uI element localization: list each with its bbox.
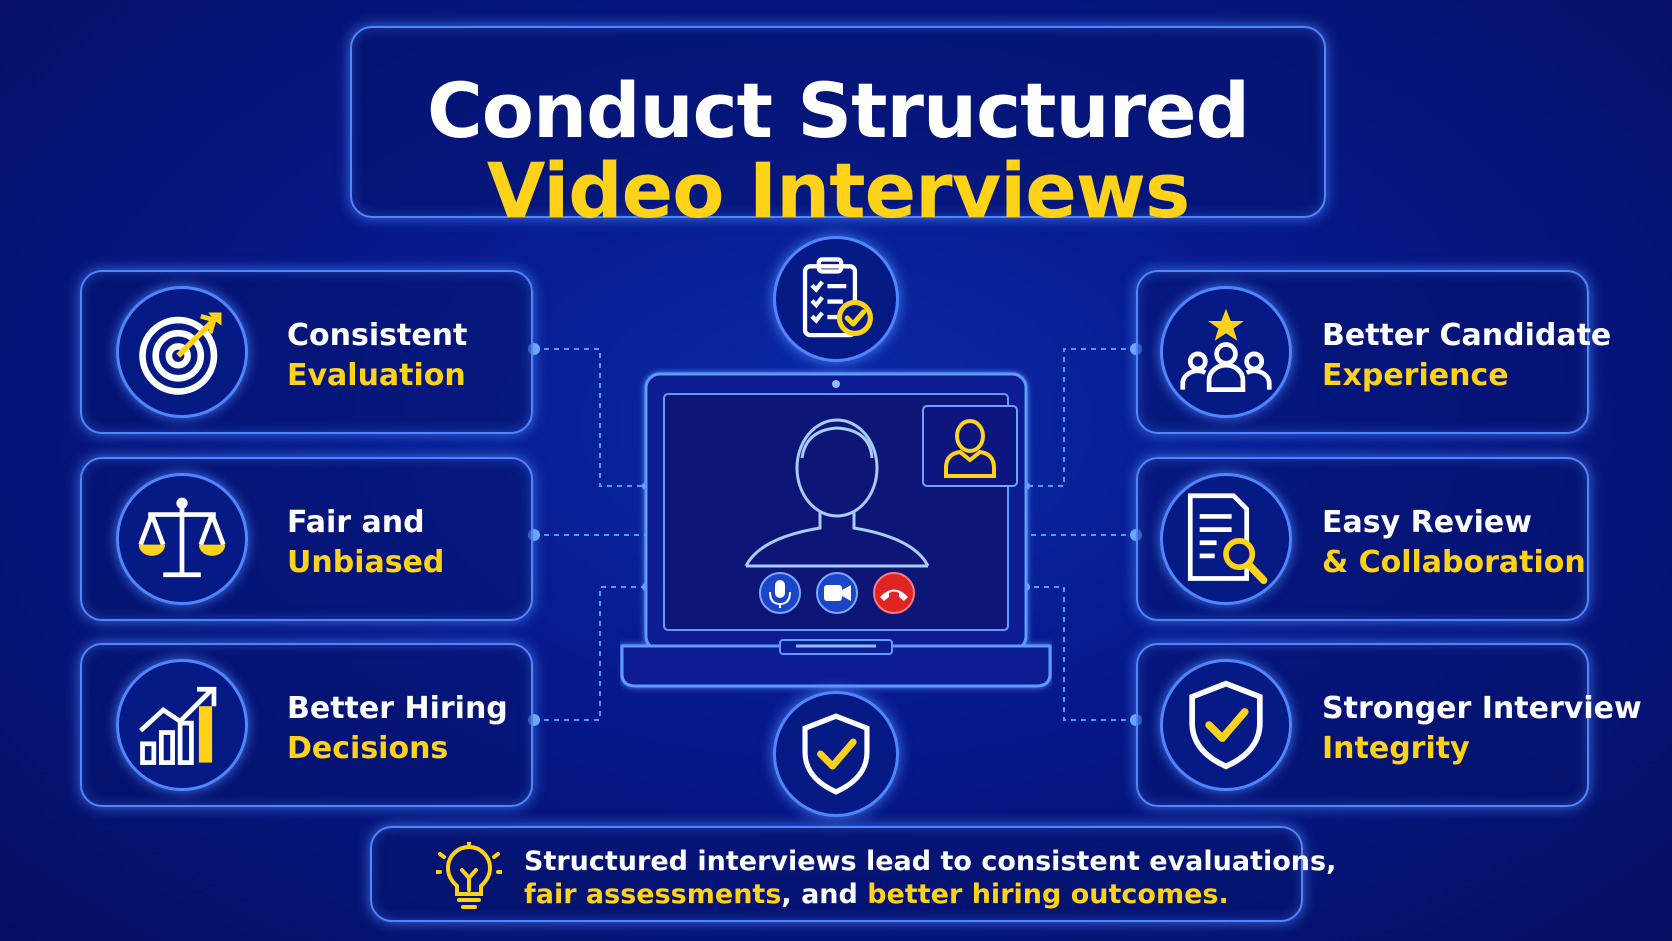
card-title: Easy Review bbox=[1322, 505, 1532, 540]
card-title: Better Hiring bbox=[287, 691, 508, 726]
card-subtitle: Decisions bbox=[287, 731, 449, 766]
shield-check-icon bbox=[1160, 659, 1292, 791]
card-consistent-evaluation: Consistent Evaluation bbox=[80, 270, 533, 434]
document-search-icon bbox=[1160, 473, 1292, 605]
target-icon bbox=[116, 286, 248, 418]
microphone-icon[interactable] bbox=[759, 572, 801, 614]
card-fair-unbiased: Fair and Unbiased bbox=[80, 457, 533, 621]
card-easy-review-collaboration: Easy Review & Collaboration bbox=[1136, 457, 1589, 621]
video-call-laptop-icon bbox=[620, 372, 1052, 688]
card-title: Stronger Interview bbox=[1322, 691, 1642, 726]
scales-icon bbox=[116, 473, 248, 605]
footer-line-2: fair assessments, and better hiring outc… bbox=[524, 879, 1229, 910]
footer-line-1: Structured interviews lead to consistent… bbox=[524, 846, 1337, 877]
lightbulb-icon bbox=[436, 842, 502, 909]
footer-highlight-outcomes: better hiring outcomes. bbox=[867, 879, 1229, 910]
card-title: Better Candidate bbox=[1322, 318, 1612, 353]
card-better-hiring-decisions: Better Hiring Decisions bbox=[80, 643, 533, 807]
title-panel: Conduct Structured Video Interviews bbox=[350, 26, 1326, 235]
footer-summary-panel: Structured interviews lead to consistent… bbox=[370, 826, 1336, 922]
card-subtitle: Experience bbox=[1322, 358, 1509, 393]
card-subtitle: Integrity bbox=[1322, 731, 1470, 766]
card-title: Fair and bbox=[287, 505, 425, 540]
footer-highlight-fair: fair assessments bbox=[524, 879, 782, 910]
title-line-2: Video Interviews bbox=[486, 146, 1190, 235]
team-star-icon bbox=[1160, 286, 1292, 418]
shield-check-icon bbox=[773, 691, 899, 817]
footer-connector-text: , and bbox=[781, 879, 868, 910]
card-stronger-interview-integrity: Stronger Interview Integrity bbox=[1136, 643, 1642, 807]
hang-up-icon[interactable] bbox=[873, 572, 915, 614]
card-subtitle: Evaluation bbox=[287, 358, 466, 393]
title-line-1: Conduct Structured bbox=[426, 66, 1250, 155]
card-title: Consistent bbox=[287, 318, 468, 353]
card-subtitle: Unbiased bbox=[287, 545, 445, 580]
card-subtitle: & Collaboration bbox=[1322, 545, 1586, 580]
growth-chart-icon bbox=[116, 659, 248, 791]
card-better-candidate-experience: Better Candidate Experience bbox=[1136, 270, 1611, 434]
camera-icon[interactable] bbox=[816, 572, 858, 614]
clipboard-checklist-icon bbox=[773, 236, 899, 362]
